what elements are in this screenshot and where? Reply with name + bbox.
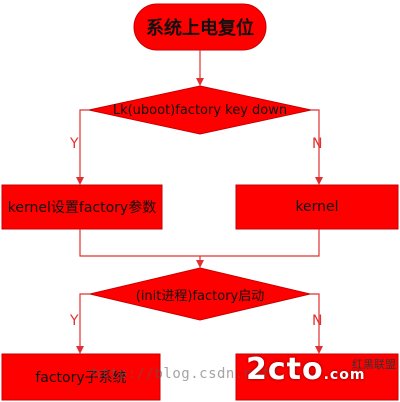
logo-subtext: 红黑联盟 <box>352 358 396 371</box>
right-bottom-box-shape <box>235 353 399 401</box>
decision2-shape <box>89 267 311 321</box>
arrow-decision1-yes <box>76 109 89 185</box>
decision1-label: Lk(uboot)factory key down <box>112 102 288 118</box>
decision1-no-label: N <box>312 136 323 152</box>
watermark-url: http://blog.csdn.net/ <box>92 366 280 382</box>
line-right-merge <box>200 229 320 257</box>
arrow-decision2-yes <box>76 293 90 354</box>
decision2-no-label: N <box>312 313 323 329</box>
logo-com: .com <box>323 367 366 383</box>
decision2-label: (init进程)factory启动 <box>135 288 265 304</box>
kernel-factory-label: kernel设置factory参数 <box>7 200 157 216</box>
logo-main-text: 2cto.com <box>246 352 365 387</box>
decision1-yes-label: Y <box>70 136 79 152</box>
line-left-merge <box>79 229 200 257</box>
kernel-label: kernel <box>295 199 339 215</box>
decision1-shape <box>88 85 312 135</box>
logo-sub1: 红黑联盟 <box>352 358 396 371</box>
kernel-factory-box-shape <box>1 184 163 230</box>
logo-main: 2cto <box>246 352 324 387</box>
arrow-decision1-no <box>311 109 323 185</box>
factory-subsystem-label: factory子系统 <box>35 370 127 386</box>
decision2-yes-label: Y <box>70 313 79 329</box>
start-node-label: 系统上电复位 <box>146 18 254 39</box>
kernel-box-shape <box>235 184 399 230</box>
arrow-decision2-no <box>310 293 323 354</box>
site-logo: 2cto.com 红黑联盟 <box>246 352 396 398</box>
factory-subsystem-box-shape <box>1 353 161 401</box>
